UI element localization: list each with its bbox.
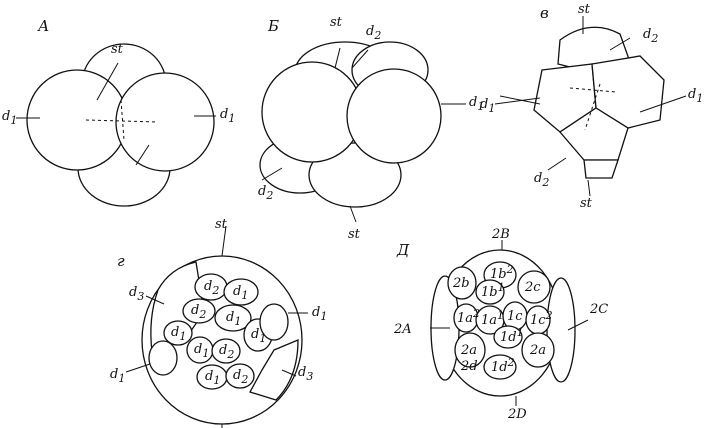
panel-g-d1-right-blastomere (259, 303, 289, 341)
panel-g-d1-left-label: d1 (110, 367, 125, 385)
panel-d-2A-label: 2A (393, 322, 412, 337)
panel-a-d1-right-label: d1 (220, 107, 235, 125)
panel-a-bottom-arrow (135, 144, 150, 166)
panel-b-letter: Б (267, 17, 279, 35)
panel-d-2B-label: 2B (491, 227, 510, 242)
panel-g-d3-left-leader (145, 295, 165, 305)
panel-d-cell-2a-left-label: 2a (460, 343, 477, 358)
panel-v-d1-left-leader (494, 95, 541, 105)
panel-g-cell-d2-a-label: d2 (204, 279, 219, 297)
panel-g-cell-d1-e-label: d1 (205, 369, 220, 387)
panel-g-cell-d2-d (225, 363, 255, 389)
panel-b-d2-top-arrow (351, 49, 369, 69)
panel-d-2D-label: 2D (507, 407, 527, 422)
panel-v-d1-left-label: d1 (480, 97, 495, 115)
panel-v-d2-top-label: d2 (643, 27, 658, 45)
panel-g-cell-d2-d-label: d2 (233, 368, 248, 386)
panel-v-dashes (569, 83, 617, 131)
panel-d-cell-2c (517, 270, 551, 304)
panel-v-st-bottom-leader (587, 179, 591, 197)
panel-b-st-top-arrow (334, 47, 341, 69)
panel-a-letter: А (37, 17, 49, 35)
panel-a-st-arrow (96, 62, 119, 101)
panel-d-2c-leader (567, 319, 589, 331)
panel-g-cell-d1-b-label: d1 (226, 310, 241, 328)
panel-g-letter: г (117, 252, 125, 270)
panel-a: А st d1 d1 (2, 17, 235, 207)
panel-g-d1-left-leader (125, 363, 151, 373)
panel-g-st-label: st (215, 217, 228, 232)
panel-d-cell-2b (447, 266, 477, 300)
panel-d-cell-1c1-label: 1c (507, 309, 523, 324)
panel-g-cell-d1-a-label: d1 (233, 284, 248, 302)
panel-b-st-bottom-leader (349, 205, 357, 223)
panel-d-2C-label: 2C (589, 302, 608, 317)
panel-b-d2-bottom-label: d2 (258, 184, 273, 202)
panel-a-center-dashes (85, 99, 159, 141)
panel-g-cell-d2-b-label: d2 (191, 303, 206, 321)
panel-g-d3-left-label: d3 (129, 285, 144, 303)
panel-g-cell-d1-f-label: d1 (251, 327, 266, 345)
panel-a-d1-left-label: d1 (2, 109, 17, 127)
panel-g-cell-d2-b (182, 298, 216, 324)
panel-g-cell-d2-c-label: d2 (219, 343, 234, 361)
panel-d-cell-1d1 (493, 325, 523, 349)
panel-d-cell-2a-right (521, 332, 555, 368)
panel-g-cell-d1-d-label: d1 (194, 342, 209, 360)
panel-v-st-bottom-cell (583, 159, 619, 179)
panel-d-cell-2a-right-label: 2a (529, 343, 546, 358)
panel-v-d2-bottom-leader (547, 157, 567, 171)
panel-b-st-top-label: st (330, 15, 343, 30)
panel-d-cell-1d1-label: 1d1 (500, 326, 524, 345)
panel-d-cell-2a-left (454, 332, 486, 368)
panel-b-d1-right-blastomere (346, 68, 442, 164)
panel-b: Б st d2 d1 d2 st (258, 15, 484, 242)
panel-g-cell-d1-c-label: d1 (171, 325, 186, 343)
panel-g-d1-right-label: d1 (312, 305, 327, 323)
panel-g-st-leader (221, 225, 227, 257)
panel-d-cell-2b-label: 2b (452, 276, 470, 291)
panel-b-d2-bottom-leader (261, 167, 283, 181)
panel-g-cell-d1-b (214, 304, 252, 332)
panel-d-cell-1b1 (475, 279, 505, 305)
panel-b-d1-right-label: d1 (469, 95, 484, 113)
panel-v-d1-right-label: d1 (688, 87, 703, 105)
panel-a-st-label: st (111, 42, 124, 57)
panel-b-st-bottom-label: st (348, 227, 361, 242)
panel-v-d1-right-leader (639, 95, 687, 113)
panel-d-cell-2d-label: 2d (460, 359, 478, 374)
panel-v-center-cell (559, 107, 629, 161)
panel-d-2c-edge-cell (546, 277, 576, 383)
panel-v-st-top-label: st (578, 2, 591, 17)
panel-g-cell-d1-a (223, 278, 259, 306)
panel-a-d1-left-blastomere (26, 69, 128, 171)
panel-b-d2-top-label: d2 (366, 24, 381, 42)
panel-d-cell-1a2-label: 1a2 (457, 307, 480, 326)
panel-v-d2-bottom-label: d2 (534, 171, 549, 189)
panel-g-d3-right-cell (249, 339, 299, 401)
panel-d-cell-2c-label: 2c (524, 280, 541, 295)
panel-a-d1-right-blastomere (115, 72, 215, 172)
panel-d-cell-1b1-label: 1b1 (481, 281, 505, 300)
panel-v-st-bottom-label: st (580, 196, 593, 211)
panel-d-cell-1a1-label: 1a1 (481, 309, 504, 328)
panel-d-cell-1c2-label: 1c2 (530, 309, 553, 328)
panel-d-cell-1b2-label: 1b2 (490, 263, 514, 282)
panel-d-letter: Д (396, 241, 410, 259)
panel-g-d3-right-label: d3 (298, 365, 313, 383)
panel-v: в st d2 d1 d1 d2 st (480, 2, 703, 211)
panel-v-d2-top-leader (609, 37, 631, 51)
panel-g-cell-d2-c (211, 338, 241, 364)
panel-d-cell-1d2 (483, 354, 517, 380)
panel-g-d3-right-leader (281, 369, 297, 377)
panel-g-d1-left-blastomere (148, 340, 178, 376)
panel-d: Д 2B 2A 2C 2D 2b 1b2 1b1 2c 1a2 1a1 1c 1… (393, 227, 608, 422)
panel-g-cell-d1-c (163, 320, 193, 346)
panel-g: г st d3 d1 d1 d3 d2 d1 d2 d1 d1 d1 d2 d1 (110, 217, 327, 428)
panel-v-letter: в (540, 4, 549, 22)
panel-d-cell-1d2-label: 1d2 (491, 356, 515, 375)
